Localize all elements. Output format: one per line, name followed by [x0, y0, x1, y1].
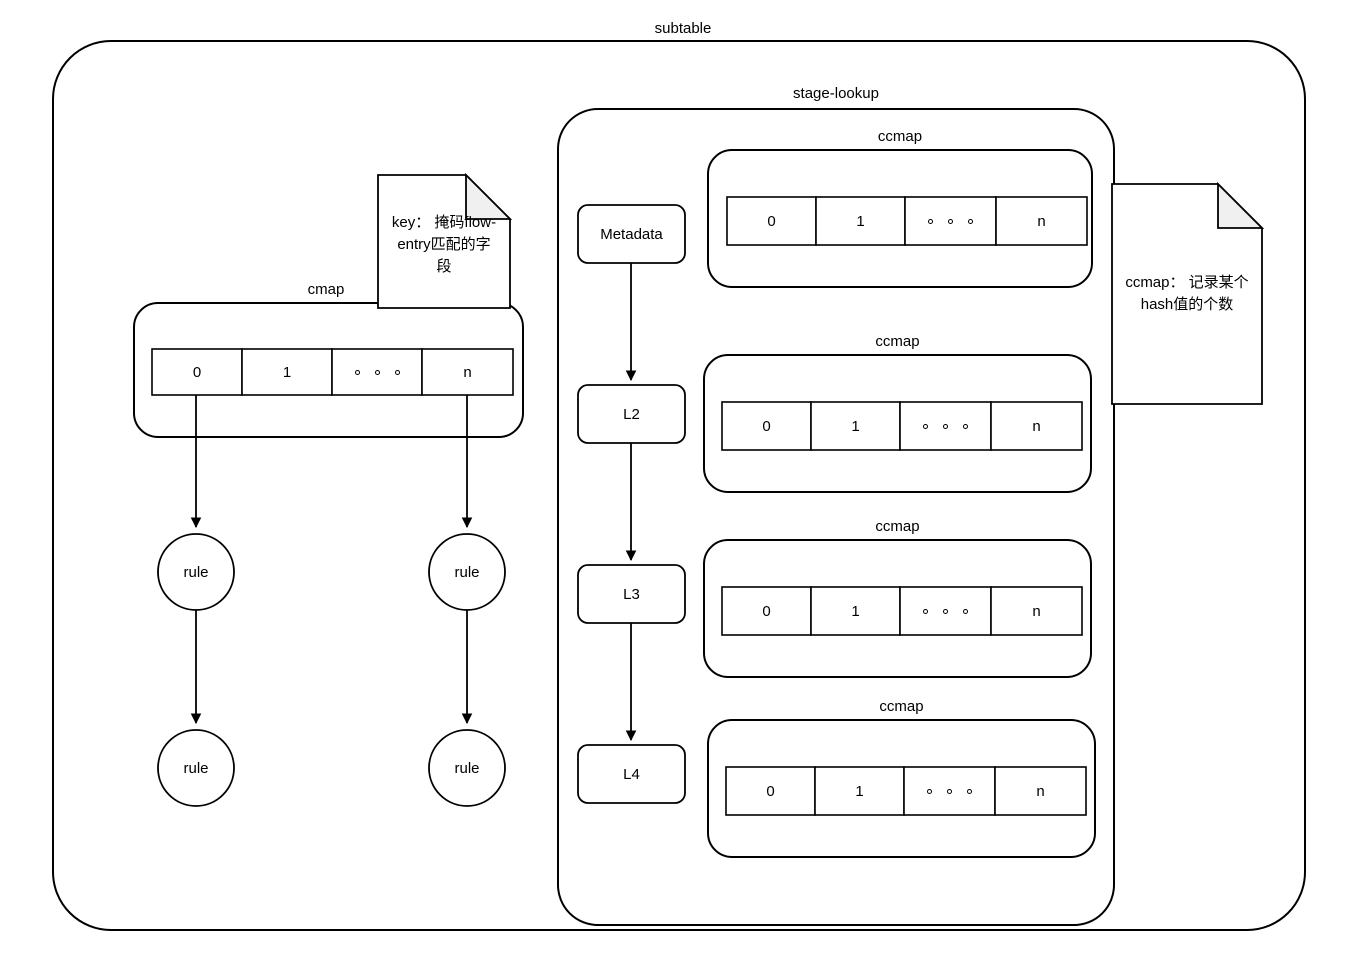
rule-circle-2: [157, 729, 235, 807]
ellipsis-dot: [928, 218, 933, 224]
ccmap-title-4: ccmap: [879, 698, 924, 715]
ccmap-2-cell-0[interactable]: 0: [762, 417, 771, 435]
rule-label-4[interactable]: rule: [454, 759, 480, 777]
ellipsis-dot: [927, 788, 932, 794]
ccmap-group-2: [703, 354, 1092, 493]
ccmap-1-cell-0[interactable]: 0: [767, 212, 776, 230]
ellipsis-dot: [943, 423, 948, 429]
cmap-cell-0[interactable]: 0: [192, 363, 202, 381]
rule-label-3[interactable]: rule: [454, 563, 480, 581]
ccmap-4-cell-0[interactable]: 0: [766, 782, 775, 800]
cmap-cell-n[interactable]: n: [463, 363, 472, 381]
ccmap-4-cell-1[interactable]: 1: [855, 782, 864, 800]
rule-label-2[interactable]: rule: [183, 759, 209, 777]
ccmap-2-cell-1[interactable]: 1: [851, 417, 860, 435]
stage-lookup-title: stage-lookup: [793, 85, 879, 102]
stage-label-metadata[interactable]: Metadata: [600, 225, 663, 243]
ccmap-1-cell-ellipsis[interactable]: [905, 197, 996, 245]
ccmap-4-cell-n[interactable]: n: [1036, 782, 1045, 800]
ellipsis-dot: [963, 608, 968, 614]
ellipsis-dot: [923, 423, 928, 429]
ccmap-4-cell-ellipsis[interactable]: [904, 767, 995, 815]
stage-label-l2[interactable]: L2: [623, 405, 640, 423]
key-note-line-2: entry匹配的字: [397, 235, 491, 253]
ccmap-1-cell-n[interactable]: n: [1037, 212, 1046, 230]
ccmap-note-shape: [1111, 181, 1265, 405]
ellipsis-dot: [948, 218, 953, 224]
ccmap-title-2: ccmap: [875, 333, 920, 350]
cmap-cell-1[interactable]: 1: [282, 363, 292, 381]
ellipsis-dot: [374, 369, 380, 375]
ccmap-group-4: [707, 719, 1096, 858]
ccmap-group-3: [703, 539, 1092, 678]
key-note-line-3: 段: [436, 257, 452, 275]
cmap-title: cmap: [307, 281, 345, 298]
ccmap-title-3: ccmap: [875, 518, 920, 535]
key-note-shape: [377, 172, 513, 309]
ccmap-note-line-1: ccmap： 记录某个: [1125, 274, 1249, 291]
rule-label-1[interactable]: rule: [183, 563, 209, 581]
ccmap-note-line-2: hash值的个数: [1140, 295, 1234, 313]
ccmap-3-cell-0[interactable]: 0: [762, 602, 771, 620]
ellipsis-dot: [963, 423, 968, 429]
ccmap-2-cell-n[interactable]: n: [1032, 417, 1041, 435]
ellipsis-dot: [947, 788, 952, 794]
stage-label-l3[interactable]: L3: [623, 585, 640, 603]
stage-label-l4[interactable]: L4: [623, 765, 640, 783]
ccmap-3-cell-n[interactable]: n: [1032, 602, 1041, 620]
cmap-cells: [151, 348, 514, 396]
key-note-text: key： 掩码flow- entry匹配的字 段: [378, 212, 510, 277]
stage-box-l4: [577, 744, 686, 804]
ccmap-2-cell-ellipsis[interactable]: [900, 402, 991, 450]
ellipsis-dot: [923, 608, 928, 614]
ccmap-1-cell-1[interactable]: 1: [856, 212, 865, 230]
ellipsis-dot: [394, 369, 400, 375]
ccmap-3-cell-ellipsis[interactable]: [900, 587, 991, 635]
ellipsis-dot: [943, 608, 948, 614]
ccmap-note-text: ccmap： 记录某个 hash值的个数: [1112, 272, 1262, 316]
rule-circle-4: [428, 729, 506, 807]
ccmap-group-1: [707, 149, 1093, 288]
ccmap-3-cell-1[interactable]: 1: [851, 602, 860, 620]
ccmap-title-1: ccmap: [877, 128, 923, 145]
key-note-line-1: key： 掩码flow-: [391, 214, 497, 231]
ellipsis-dot: [968, 218, 973, 224]
ellipsis-dot: [354, 369, 360, 375]
subtable-title: subtable: [654, 20, 712, 37]
ellipsis-dot: [967, 788, 972, 794]
cmap-cell-ellipsis[interactable]: [332, 349, 422, 395]
